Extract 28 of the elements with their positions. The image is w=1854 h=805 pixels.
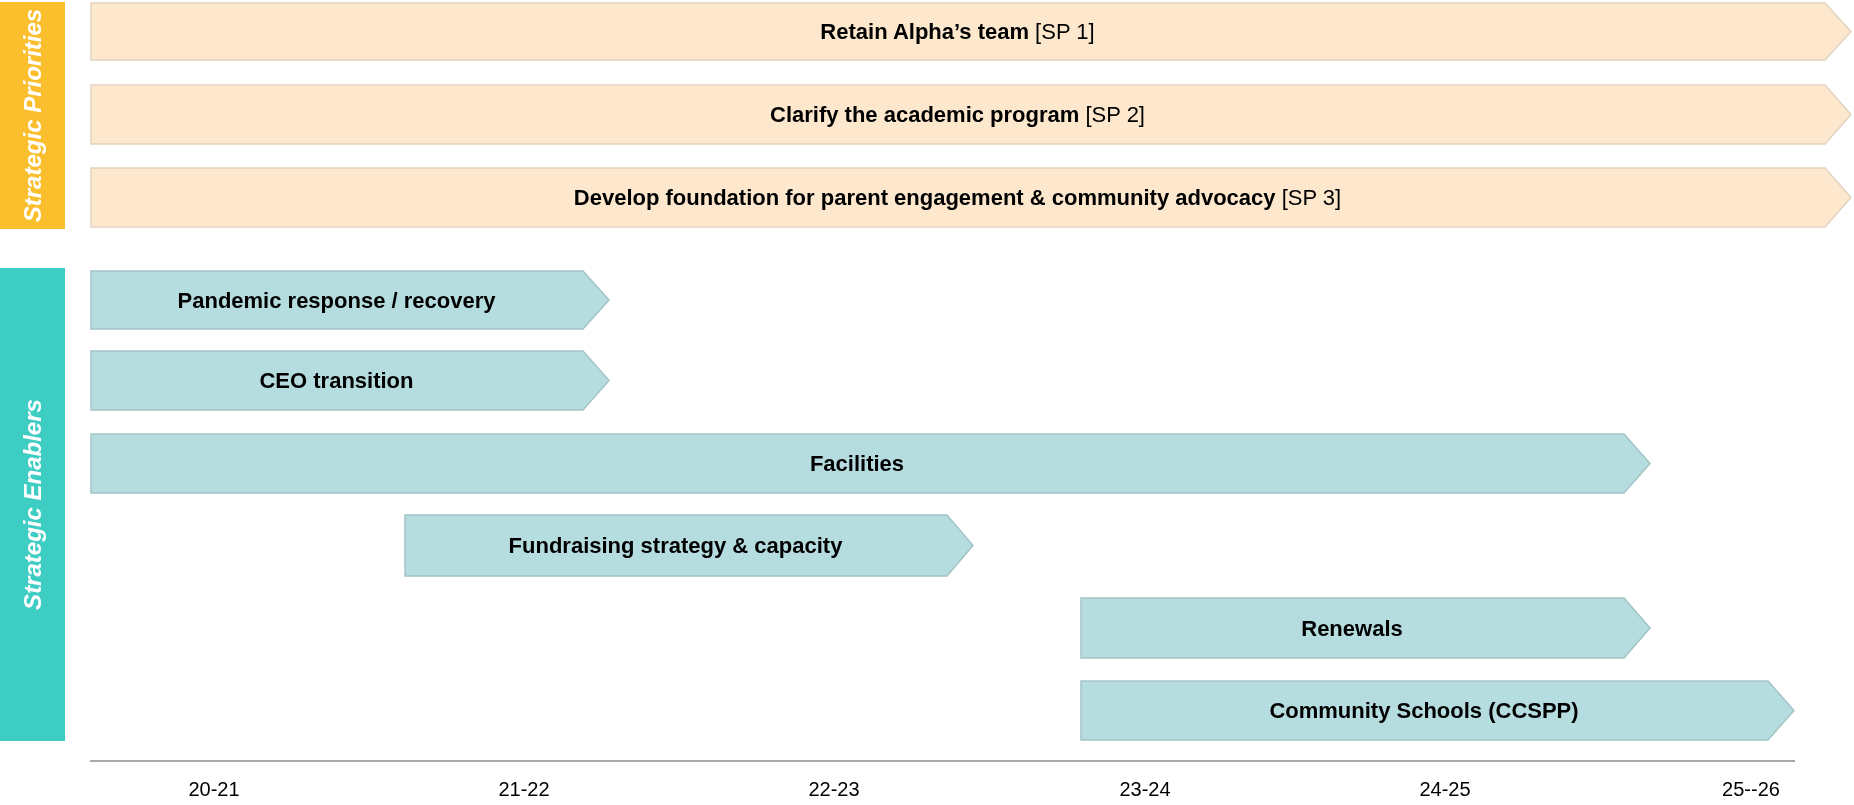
band-label: Strategic Enablers bbox=[19, 399, 46, 610]
year-label: 24-25 bbox=[1419, 777, 1471, 802]
band-label: Strategic Priorities bbox=[19, 8, 46, 223]
year-label: 20-21 bbox=[188, 777, 240, 802]
bar-label: Fundraising strategy & capacity bbox=[508, 532, 843, 560]
enabler-timeline-bar bbox=[90, 350, 610, 411]
priority-timeline-bar bbox=[90, 2, 1852, 61]
bar-label: Clarify the academic program [SP 2] bbox=[770, 101, 1145, 129]
year-label: 21-22 bbox=[498, 777, 550, 802]
year-label: 22-23 bbox=[808, 777, 860, 802]
year-label: 23-24 bbox=[1119, 777, 1171, 802]
enabler-timeline-bar bbox=[90, 270, 610, 330]
bar-label: Retain Alpha’s team [SP 1] bbox=[820, 18, 1095, 46]
bar-label: Community Schools (CCSPP) bbox=[1269, 697, 1579, 725]
bar-label: Renewals bbox=[1301, 614, 1403, 643]
bar-label: Pandemic response / recovery bbox=[177, 286, 496, 315]
enabler-timeline-bar bbox=[1080, 597, 1651, 659]
bar-label: Develop foundation for parent engagement & community advocacy [SP 3] bbox=[573, 184, 1342, 212]
bar-label: CEO transition bbox=[259, 367, 414, 395]
enabler-timeline-bar bbox=[1080, 680, 1795, 741]
year-label: 25--26 bbox=[1722, 777, 1780, 802]
enabler-timeline-bar bbox=[90, 433, 1651, 494]
enabler-timeline-bar bbox=[404, 514, 974, 577]
category-band bbox=[0, 268, 65, 741]
bar-label: Facilities bbox=[809, 450, 905, 478]
category-band bbox=[0, 2, 65, 229]
priority-timeline-bar bbox=[90, 84, 1852, 145]
priority-timeline-bar bbox=[90, 167, 1852, 228]
